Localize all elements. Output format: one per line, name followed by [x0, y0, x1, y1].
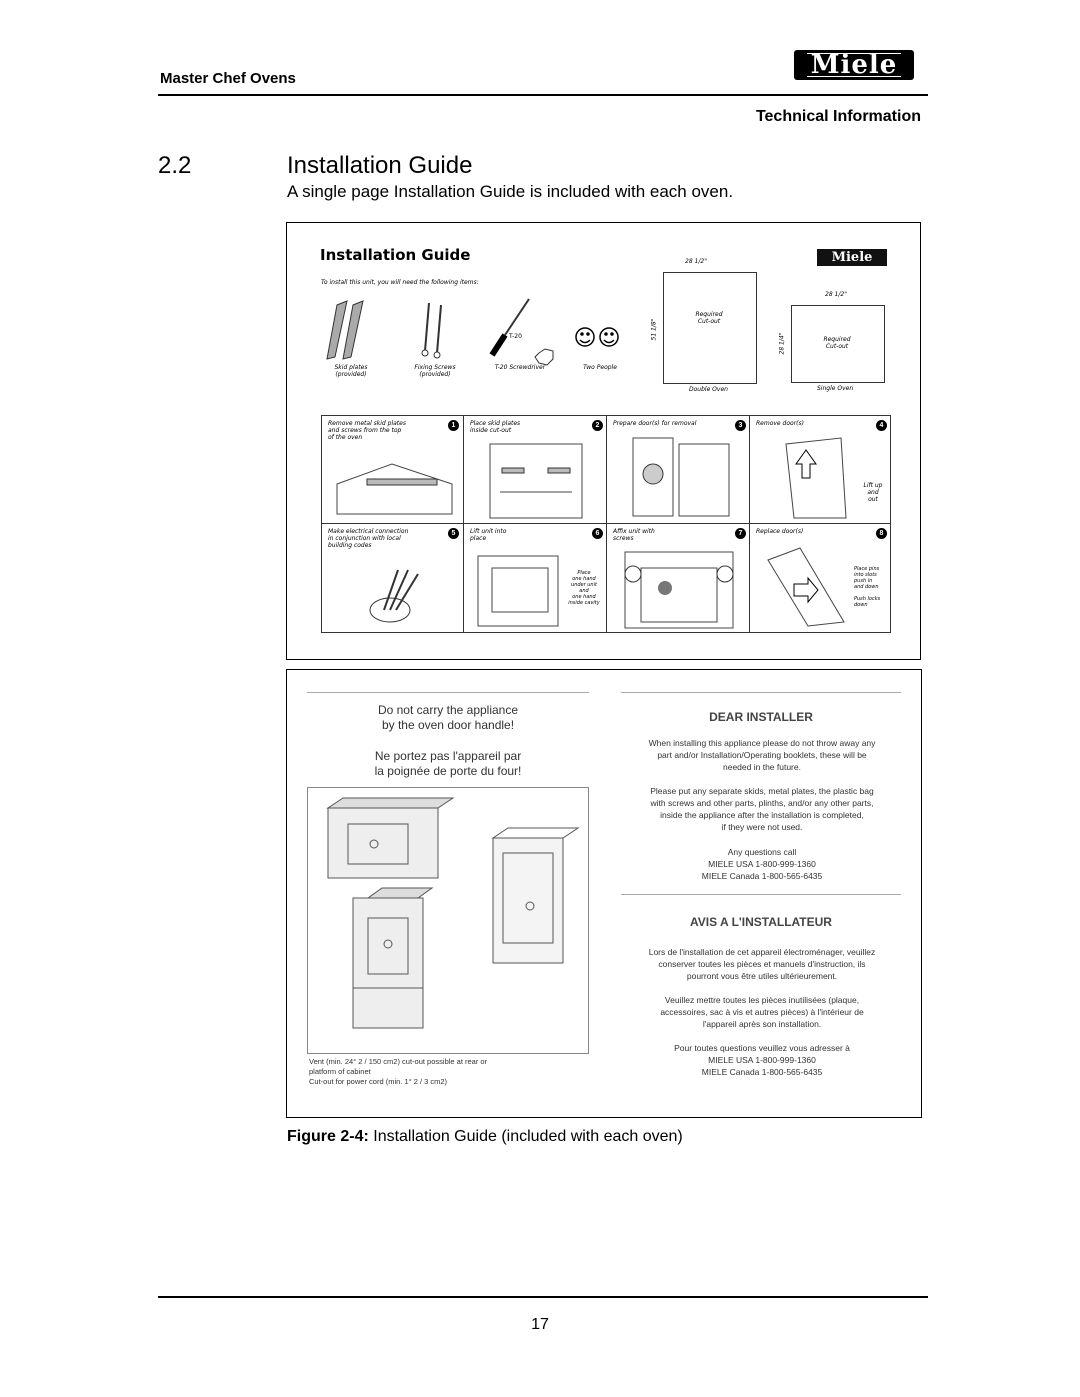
screwdriver-drawing	[489, 298, 554, 366]
step-text-6: Lift unit into place	[470, 528, 507, 542]
dear-installer-paragraph-2: Please put any separate skids, metal pla…	[650, 786, 874, 832]
step-panel-4: Remove door(s) 4 Lift up and out	[749, 415, 891, 524]
step-number-1: 1	[448, 420, 459, 431]
single-oven-cutout: Required Cut-out	[791, 305, 885, 383]
dear-installer-contacts: Any questions call MIELE USA 1-800-999-1…	[701, 847, 823, 881]
skid-plates-drawing	[326, 300, 364, 360]
avis-title: AVIS A L'INSTALLATEUR	[690, 915, 832, 929]
miele-logo: Miele	[794, 50, 914, 80]
fixing-screws-drawing	[421, 302, 442, 359]
step-drawing-1	[336, 463, 453, 515]
single-oven-name: Single Oven	[817, 385, 854, 392]
dear-installer-title: DEAR INSTALLER	[709, 710, 813, 724]
single-oven-height: 28 1/4"	[778, 332, 786, 355]
step-drawing-7	[624, 551, 734, 629]
step-panel-6: Lift unit into place 6 Place one hand un…	[463, 523, 607, 633]
step-number-5: 5	[448, 528, 459, 539]
two-people-drawing	[575, 327, 619, 347]
avis-paragraph-1: Lors de l'installation de cet appareil é…	[648, 947, 876, 981]
item-skid-plates: Skid plates (provided)	[334, 364, 368, 378]
step-panel-5: Make electrical connection in conjunctio…	[321, 523, 464, 633]
figure-caption: Figure 2-4: Installation Guide (included…	[287, 1128, 683, 1146]
step-number-7: 7	[735, 528, 746, 539]
installation-guide-sheet: Installation Guide To install this unit,…	[286, 222, 921, 660]
steps-grid: Remove metal skid plates and screws from…	[321, 415, 891, 633]
step-text-7: Affix unit with screws	[613, 528, 655, 542]
step-text-4: Remove door(s)	[756, 420, 804, 427]
legend-power-cord: Cut-out for power cord (min. 1° 2 / 3 cm…	[309, 1077, 448, 1086]
step-number-6: 6	[592, 528, 603, 539]
logo-text: Miele	[806, 52, 902, 78]
single-cutout-label: Required Cut-out	[823, 336, 851, 350]
legend-vent: Vent (min. 24° 2 / 150 cm2) cut-out poss…	[309, 1057, 488, 1076]
step-text-2: Place skid plates inside cut-out	[470, 420, 521, 434]
step-text-3: Prepare door(s) for removal	[613, 420, 697, 427]
step-number-2: 2	[592, 420, 603, 431]
double-cutout-label: Required Cut-out	[695, 311, 723, 325]
section-number: 2.2	[158, 152, 192, 179]
step-note-6: Place one hand under unit and one hand i…	[568, 570, 600, 606]
step-panel-7: Affix unit with screws 7	[606, 523, 750, 633]
double-oven-width: 28 1/2"	[685, 258, 707, 265]
step-text-8: Replace door(s)	[756, 528, 804, 535]
step-drawing-2	[489, 443, 583, 519]
step-panel-1: Remove metal skid plates and screws from…	[321, 415, 464, 524]
left-top-divider	[307, 692, 589, 693]
warning-english: Do not carry the appliance by the oven d…	[377, 703, 519, 732]
step-panel-8: Replace door(s) 8 Place pins into slots …	[749, 523, 891, 633]
double-oven-name: Double Oven	[689, 386, 728, 393]
step-text-1: Remove metal skid plates and screws from…	[328, 420, 406, 441]
dear-installer-paragraph-1: When installing this appliance please do…	[648, 738, 876, 772]
guide-needs: To install this unit, you will need the …	[321, 279, 479, 286]
section-title: Installation Guide	[287, 152, 473, 179]
figure-label: Figure 2-4:	[287, 1128, 369, 1145]
step-drawing-5	[369, 569, 419, 623]
guide-logo: Miele	[817, 249, 887, 266]
right-top-divider	[621, 692, 901, 693]
section-intro: A single page Installation Guide is incl…	[287, 182, 734, 201]
step-panel-2: Place skid plates inside cut-out 2	[463, 415, 607, 524]
cabinet-drawing	[326, 797, 580, 1029]
footer-rule	[158, 1296, 928, 1298]
product-name: Master Chef Ovens	[160, 70, 296, 87]
warning-french: Ne portez pas l'appareil par la poignée …	[374, 749, 522, 778]
step-text-5: Make electrical connection in conjunctio…	[328, 528, 409, 549]
step-drawing-6	[477, 555, 559, 627]
right-mid-divider	[621, 894, 901, 895]
step-note-8: Place pins into slots push in and down P…	[854, 566, 881, 608]
guide-title: Installation Guide	[320, 246, 471, 264]
step-drawing-4	[785, 437, 847, 519]
item-screwdriver: T-20 Screwdriver	[494, 364, 546, 371]
installer-notice-sheet: Do not carry the appliance by the oven d…	[286, 669, 922, 1118]
dimension-diagram	[307, 787, 589, 1054]
avis-paragraph-2: Veuillez mettre toutes les pièces inutil…	[660, 995, 864, 1029]
double-oven-height: 51 1/8"	[650, 318, 658, 341]
tools-illustration	[326, 298, 619, 366]
step-number-4: 4	[876, 420, 887, 431]
header-rule	[158, 94, 928, 96]
step-drawing-3	[632, 437, 730, 517]
step-panel-3: Prepare door(s) for removal 3	[606, 415, 750, 524]
item-two-people: Two People	[583, 364, 617, 371]
step-number-3: 3	[735, 420, 746, 431]
t20-star-label: T-20	[509, 333, 522, 340]
avis-contacts: Pour toutes questions veuillez vous adre…	[674, 1043, 850, 1077]
step-drawing-8	[767, 547, 845, 627]
section-label: Technical Information	[755, 108, 921, 125]
figure-text: Installation Guide (included with each o…	[368, 1128, 683, 1145]
step-note-4: Lift up and out	[863, 482, 883, 503]
step-number-8: 8	[876, 528, 887, 539]
single-oven-width: 28 1/2"	[825, 291, 847, 298]
double-oven-cutout: Required Cut-out	[663, 272, 757, 384]
page-number: 17	[531, 1316, 549, 1333]
item-fixing-screws: Fixing Screws (provided)	[414, 364, 456, 378]
